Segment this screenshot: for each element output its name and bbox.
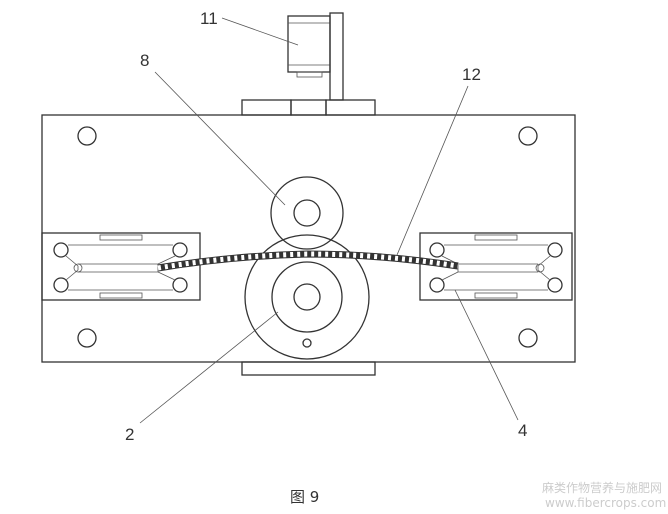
top-mount-blocks [241,99,376,116]
label-4: 4 [518,421,527,440]
label-11: 11 [200,9,218,28]
leader-lines [139,17,519,424]
left-clamp [41,232,201,301]
figure-caption: 图 9 [290,488,319,506]
bottom-block [241,361,376,376]
label-8: 8 [140,51,149,70]
twisted-rope [157,250,459,272]
label-12: 12 [462,65,481,84]
right-clamp [419,232,573,301]
base-plate [41,114,576,363]
watermark-line2: www.fibercrops.com [545,496,666,510]
label-2: 2 [125,425,134,444]
watermark-line1: 麻类作物营养与施肥网 [542,480,662,495]
motor [287,12,344,101]
lower-roller [244,234,370,360]
upper-roller [270,176,344,250]
